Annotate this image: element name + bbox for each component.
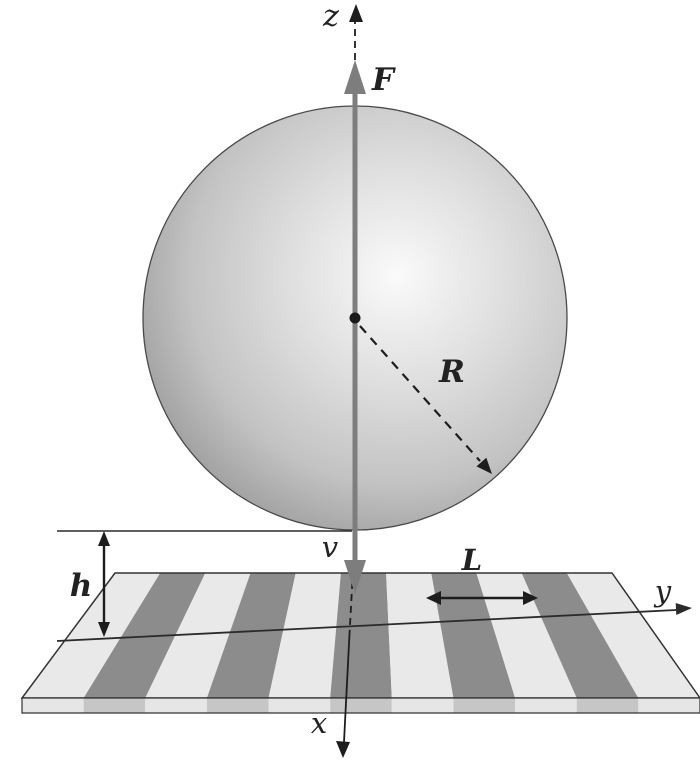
surface-front-outline [21, 697, 700, 714]
front-light-stripe [22, 698, 84, 713]
front-dark-stripe [330, 698, 392, 713]
force-up-arrowhead-icon [344, 60, 366, 94]
velocity-down-arrowhead-icon [344, 560, 366, 594]
dark-stripe [521, 573, 639, 698]
y-axis-line [56, 609, 677, 642]
front-dark-stripe [453, 698, 516, 713]
x-axis-arrowhead-icon [336, 741, 350, 758]
gap-height-label: h [70, 568, 93, 604]
stripe-period-right-arrowhead-icon [523, 591, 538, 605]
stripe-period-left-arrowhead-icon [426, 591, 441, 605]
front-light-stripe [145, 698, 207, 713]
surface-outline [20, 572, 700, 699]
x-axis-line [343, 635, 351, 743]
z-axis-arrowhead-icon [349, 4, 363, 22]
front-dark-stripe [83, 698, 146, 713]
dark-stripe [206, 573, 296, 698]
front-dark-stripe [206, 698, 269, 713]
radius-label: R [438, 354, 465, 390]
dark-stripe [330, 573, 392, 698]
sphere-center-dot [349, 312, 361, 324]
light-stripe [386, 573, 454, 698]
front-light-stripe [391, 698, 454, 713]
dark-stripe [83, 573, 206, 698]
x-axis-label: x [311, 706, 327, 740]
z-axis-label: z [322, 0, 339, 34]
light-stripe [145, 573, 251, 698]
velocity-label: v [322, 530, 339, 564]
light-stripe [22, 573, 161, 698]
dark-stripe [431, 573, 516, 698]
surface-front-face [22, 698, 700, 713]
radius-arrowhead-icon [476, 457, 492, 474]
light-stripe [566, 573, 700, 698]
gap-height-top-arrowhead-icon [98, 531, 110, 546]
y-axis-label: y [653, 574, 672, 608]
radius-dashed-line [359, 325, 481, 462]
front-dark-stripe [576, 698, 639, 713]
front-light-stripe [515, 698, 577, 713]
light-stripe [476, 573, 577, 698]
y-axis-arrowhead-icon [675, 603, 692, 615]
striped-surface [22, 573, 700, 698]
front-light-stripe [268, 698, 331, 713]
light-stripe [268, 573, 341, 698]
gap-height-bottom-arrowhead-icon [98, 622, 110, 637]
stripe-period-label: L [461, 543, 482, 577]
force-label: F [371, 62, 396, 98]
front-light-stripe [638, 698, 700, 713]
